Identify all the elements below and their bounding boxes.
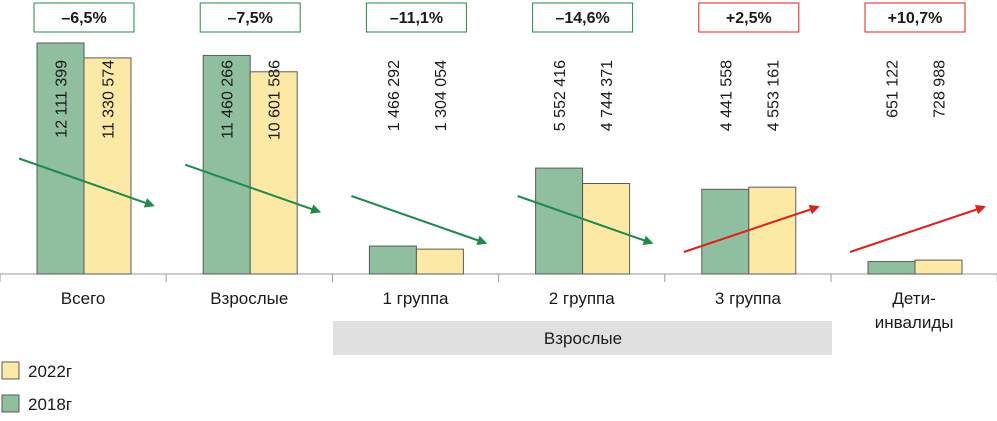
group-label: Взрослые <box>544 329 622 348</box>
trend-down-arrow <box>351 195 488 246</box>
trend-up-arrow <box>683 204 820 253</box>
trend-down-arrow <box>184 163 322 214</box>
change-box <box>532 2 634 33</box>
bar-2022г <box>249 71 298 275</box>
category-label: Взрослые <box>210 289 288 308</box>
change-box <box>33 2 135 33</box>
bar-2022г <box>582 183 631 275</box>
change-label: –14,6% <box>555 10 609 27</box>
data-label: 4 744 371 <box>599 60 616 131</box>
bar-2018г <box>368 245 417 275</box>
trend-up-arrow <box>849 204 986 253</box>
change-label: –6,5% <box>61 10 106 27</box>
data-label: 12 111 399 <box>54 60 71 138</box>
bar-2022г <box>83 57 132 275</box>
data-label: 11 330 574 <box>101 60 118 139</box>
data-label: 4 441 558 <box>718 60 735 131</box>
legend-label: 2018г <box>28 395 72 414</box>
data-label: 728 988 <box>932 60 949 118</box>
bar-2018г <box>867 261 916 275</box>
category-label: 1 группа <box>382 289 449 308</box>
data-label: 651 122 <box>885 60 902 118</box>
change-label: –7,5% <box>228 10 273 27</box>
data-label: 1 304 054 <box>433 60 450 131</box>
bar-2022г <box>914 259 963 275</box>
change-label: –11,1% <box>390 10 443 27</box>
data-label: 5 552 416 <box>552 60 569 131</box>
bar-2018г <box>701 188 750 275</box>
category-label: 3 группа <box>715 289 782 308</box>
change-label: +2,5% <box>726 10 772 27</box>
change-box <box>698 2 800 33</box>
trend-down-arrow <box>517 195 654 246</box>
data-label: 4 553 161 <box>765 60 782 131</box>
bar-2018г <box>535 167 584 275</box>
change-box <box>864 2 966 33</box>
legend-label: 2022г <box>28 362 72 381</box>
category-label: 2 группа <box>549 289 616 308</box>
group-band <box>333 321 832 355</box>
change-box <box>365 2 467 33</box>
data-label: 1 466 292 <box>386 60 403 131</box>
change-label: +10,7% <box>888 10 943 27</box>
category-label: Дети-инвалиды <box>875 289 954 332</box>
legend-swatch <box>1 361 20 380</box>
data-label: 11 460 266 <box>220 60 237 139</box>
category-label: Всего <box>61 289 106 308</box>
change-box <box>199 2 301 33</box>
bar-2018г <box>202 54 251 275</box>
bar-2022г <box>415 248 464 275</box>
bar-2022г <box>748 186 797 275</box>
legend-swatch <box>1 394 20 413</box>
data-label: 10 601 586 <box>267 60 284 140</box>
trend-down-arrow <box>18 157 155 208</box>
